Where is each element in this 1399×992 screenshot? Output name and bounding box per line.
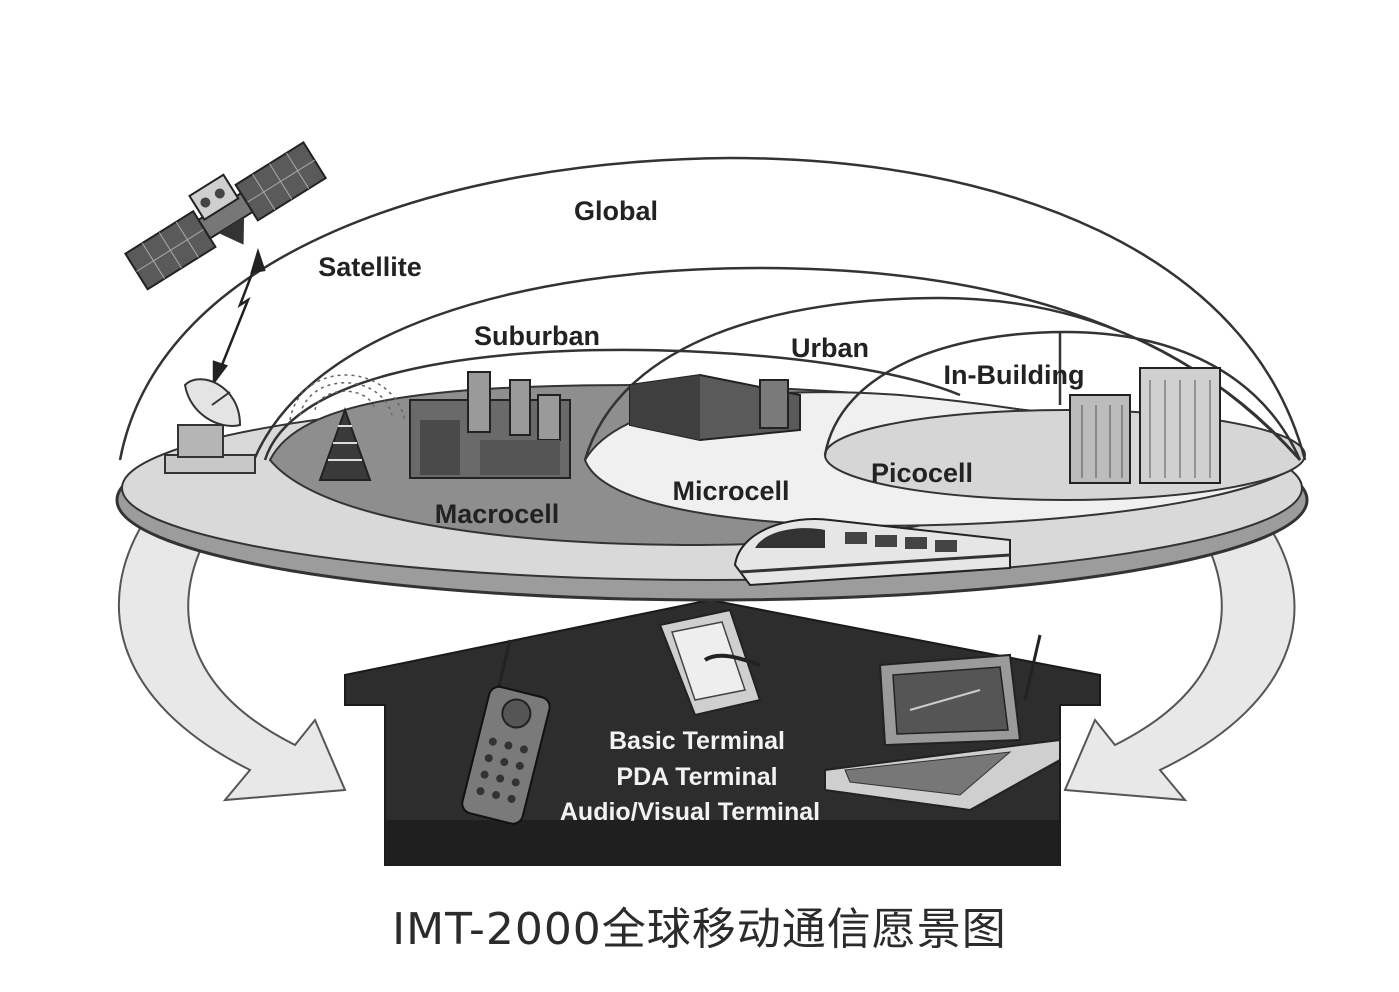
satellite-dish-icon bbox=[164, 378, 256, 474]
cell-tower-icon bbox=[289, 374, 406, 481]
global-dome bbox=[118, 156, 1307, 461]
label-urban: Urban bbox=[791, 333, 869, 363]
label-macrocell: Macrocell bbox=[435, 499, 560, 529]
label-picocell: Picocell bbox=[871, 458, 973, 488]
label-microcell: Microcell bbox=[672, 476, 789, 506]
high-rise-buildings-icon bbox=[1069, 367, 1221, 484]
satellite-icon bbox=[123, 141, 328, 291]
figure-caption: IMT-2000全球移动通信愿景图 bbox=[392, 904, 1007, 955]
right-curved-arrow bbox=[1063, 518, 1296, 802]
left-curved-arrow bbox=[117, 518, 347, 802]
label-suburban: Suburban bbox=[474, 321, 600, 351]
mobile-phone-icon bbox=[461, 639, 551, 825]
train-icon bbox=[733, 518, 1011, 587]
terminal-label: PDA Terminal bbox=[616, 763, 777, 791]
factory-icon bbox=[409, 371, 571, 479]
terminal-label: Basic Terminal bbox=[609, 727, 785, 755]
office-building-icon bbox=[629, 373, 801, 442]
label-satellite: Satellite bbox=[318, 252, 422, 282]
label-in-building: In-Building bbox=[944, 360, 1085, 390]
satellite-link bbox=[212, 247, 266, 386]
terminal-label: Audio/Visual Terminal bbox=[560, 798, 820, 826]
label-global: Global bbox=[574, 196, 658, 226]
laptop-icon bbox=[824, 634, 1061, 812]
suburban-dome bbox=[263, 348, 961, 461]
pda-icon bbox=[658, 608, 762, 717]
inbuilding-dome bbox=[823, 330, 1302, 461]
